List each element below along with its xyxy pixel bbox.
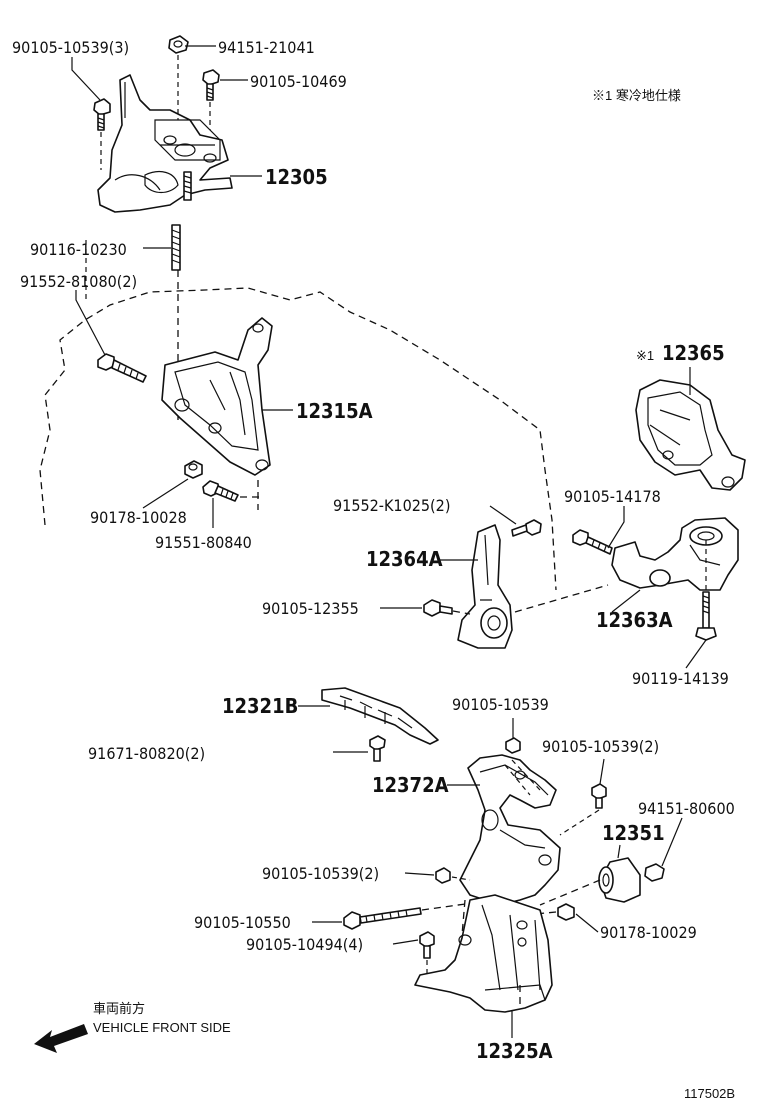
bolt-90105-10550[interactable] [343,901,481,930]
bolt-90105-14178[interactable] [572,529,613,555]
label-90105-10539-2b: 90105-10539(2) [262,864,379,883]
bolt-90105-10539-top[interactable] [93,98,111,170]
bolt-90105-10539-left[interactable] [435,867,471,884]
label-94151-80600: 94151-80600 [638,799,735,818]
note-cold-region: ※1 寒冷地仕様 [592,88,681,103]
label-90119-14139: 90119-14139 [632,669,729,688]
label-12305: 12305 [265,165,328,189]
bolt-90105-10494[interactable] [419,931,435,975]
label-90105-10494-4: 90105-10494(4) [246,935,363,954]
label-12321B: 12321B [222,694,298,718]
engine-outline [39,240,557,591]
label-90105-12355: 90105-12355 [262,599,359,618]
bolt-91552-81080[interactable] [97,353,147,383]
label-12365: 12365 [662,341,725,365]
label-90105-10550: 90105-10550 [194,913,291,932]
stud-90116-10230[interactable] [171,224,181,271]
label-91552-81080-2: 91552-81080(2) [20,272,137,291]
label-90105-10539: 90105-10539 [452,695,549,714]
label-91671-80820-2: 91671-80820(2) [88,744,205,763]
label-90178-10028: 90178-10028 [90,508,187,527]
label-90178-10029: 90178-10029 [600,923,697,942]
engine-mount-12305[interactable] [97,74,233,213]
label-90116-10230: 90116-10230 [30,240,127,259]
bolt-90119-14139[interactable] [695,591,717,641]
nut-90178-10028[interactable] [184,460,203,479]
label-12351: 12351 [602,821,665,845]
note-mark-12365: ※1 [636,348,654,363]
bracket-12365[interactable] [635,379,746,491]
stud-90116-10230-upper[interactable] [183,171,192,201]
vehicle-front-arrow [34,1024,88,1053]
bracket-12315A[interactable] [161,317,273,476]
label-90105-14178: 90105-14178 [564,487,661,506]
bolt-91551-80840[interactable] [202,480,262,510]
label-12315A: 12315A [296,399,373,423]
bolt-90105-10539-right[interactable] [559,783,607,836]
bolt-91552-K1025[interactable] [511,519,542,537]
part-labels: 90105-10539(3) 94151-21041 90105-10469 1… [12,38,735,1101]
label-12372A: 12372A [372,773,449,797]
bracket-12372A[interactable] [459,754,561,906]
label-90105-10539-2a: 90105-10539(2) [542,737,659,756]
mount-12364A[interactable] [457,524,609,649]
label-front-jp: 車両前方 [93,1001,145,1016]
label-90105-10469: 90105-10469 [250,72,347,91]
bracket-12325A[interactable] [414,894,553,1013]
nut-94151-21041[interactable] [168,35,189,120]
illustration-id: 117502B [684,1086,735,1101]
mount-12363A[interactable] [611,517,739,595]
label-12363A: 12363A [596,608,673,632]
label-94151-21041: 94151-21041 [218,38,315,57]
leader-lines [71,45,707,1038]
bolt-90105-10469[interactable] [202,69,220,130]
label-91552-K1025-2: 91552-K1025(2) [333,496,450,515]
label-12364A: 12364A [366,547,443,571]
bolt-90105-12355[interactable] [423,599,471,617]
bolt-90105-10539-center[interactable] [505,737,521,754]
label-91551-80840: 91551-80840 [155,533,252,552]
insulator-12321B[interactable] [321,687,439,745]
label-90105-10539-3: 90105-10539(3) [12,38,129,57]
nut-94151-80600[interactable] [644,863,665,882]
insulator-12351[interactable] [598,857,641,903]
label-12325A: 12325A [476,1039,553,1063]
bolt-91671-80820[interactable] [369,735,386,762]
label-front-en: VEHICLE FRONT SIDE [93,1020,231,1035]
